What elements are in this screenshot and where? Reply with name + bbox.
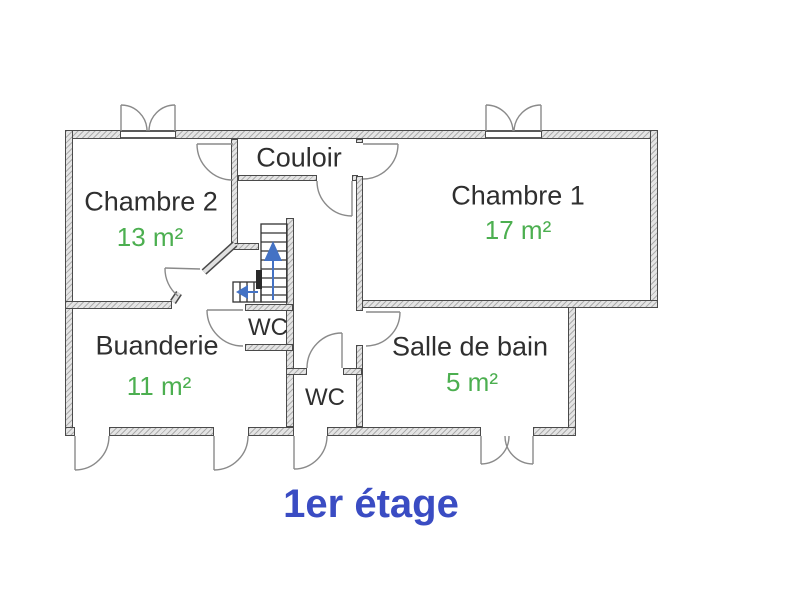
window-chambre2 [121, 130, 175, 139]
exterior-door-wc2 [293, 435, 328, 470]
stair-newel [256, 270, 262, 289]
door-salle-de-bain [365, 311, 401, 347]
stairs-left-arrow-icon [236, 285, 258, 299]
wall-couloir-bottom-a [238, 175, 317, 181]
stairs-up-arrow-icon [264, 241, 282, 300]
wall-chambre2-buanderie [65, 301, 172, 309]
room-label-chambre1: Chambre 1 [451, 180, 585, 211]
wall-wc2-top-a [286, 368, 307, 375]
exterior-double-door-salle [480, 435, 534, 465]
wall-spine-b [356, 176, 363, 311]
window-chambre1-casements [485, 104, 542, 132]
area-label-salle-de-bain: 5 m² [446, 367, 498, 397]
exterior-door-buanderie-1 [74, 435, 110, 471]
window-chambre2-casements [120, 104, 176, 132]
page-title: 1er étage [283, 482, 459, 526]
room-label-salle-de-bain: Salle de bain [391, 331, 549, 362]
wall-bottom-d [327, 427, 481, 436]
wall-diagonal [170, 241, 238, 304]
room-label-wc2: WC [305, 384, 345, 411]
wall-bottom-a [65, 427, 75, 436]
wall-wc2-top-b [343, 368, 362, 375]
door-chambre2-diagonal [164, 267, 201, 297]
wall-top-mid [175, 130, 486, 139]
area-label-chambre1: 17 m² [484, 215, 552, 245]
room-label-wc1: WC [248, 314, 288, 341]
door-chambre1 [362, 143, 399, 180]
wall-spine-c [356, 345, 363, 427]
wall-bottom-b [109, 427, 214, 436]
wall-center-spine [286, 218, 294, 427]
wall-bottom-c [248, 427, 294, 436]
door-wc1 [206, 309, 244, 347]
window-chambre1 [486, 130, 541, 139]
area-label-chambre2: 13 m² [116, 222, 184, 252]
exterior-door-buanderie-2 [213, 435, 249, 471]
door-wc2 [306, 332, 343, 369]
wall-wc1-top [245, 304, 293, 311]
room-label-couloir: Couloir [256, 142, 342, 173]
wall-spine-a [356, 139, 363, 143]
wall-wc1-bottom [245, 344, 293, 351]
door-couloir-hall [316, 180, 353, 217]
wall-bottom-e [533, 427, 576, 436]
door-couloir-chambre2 [196, 143, 234, 181]
room-label-chambre2: Chambre 2 [84, 186, 218, 217]
area-label-buanderie: 11 m² [126, 371, 192, 401]
room-label-buanderie: Buanderie [95, 330, 219, 361]
